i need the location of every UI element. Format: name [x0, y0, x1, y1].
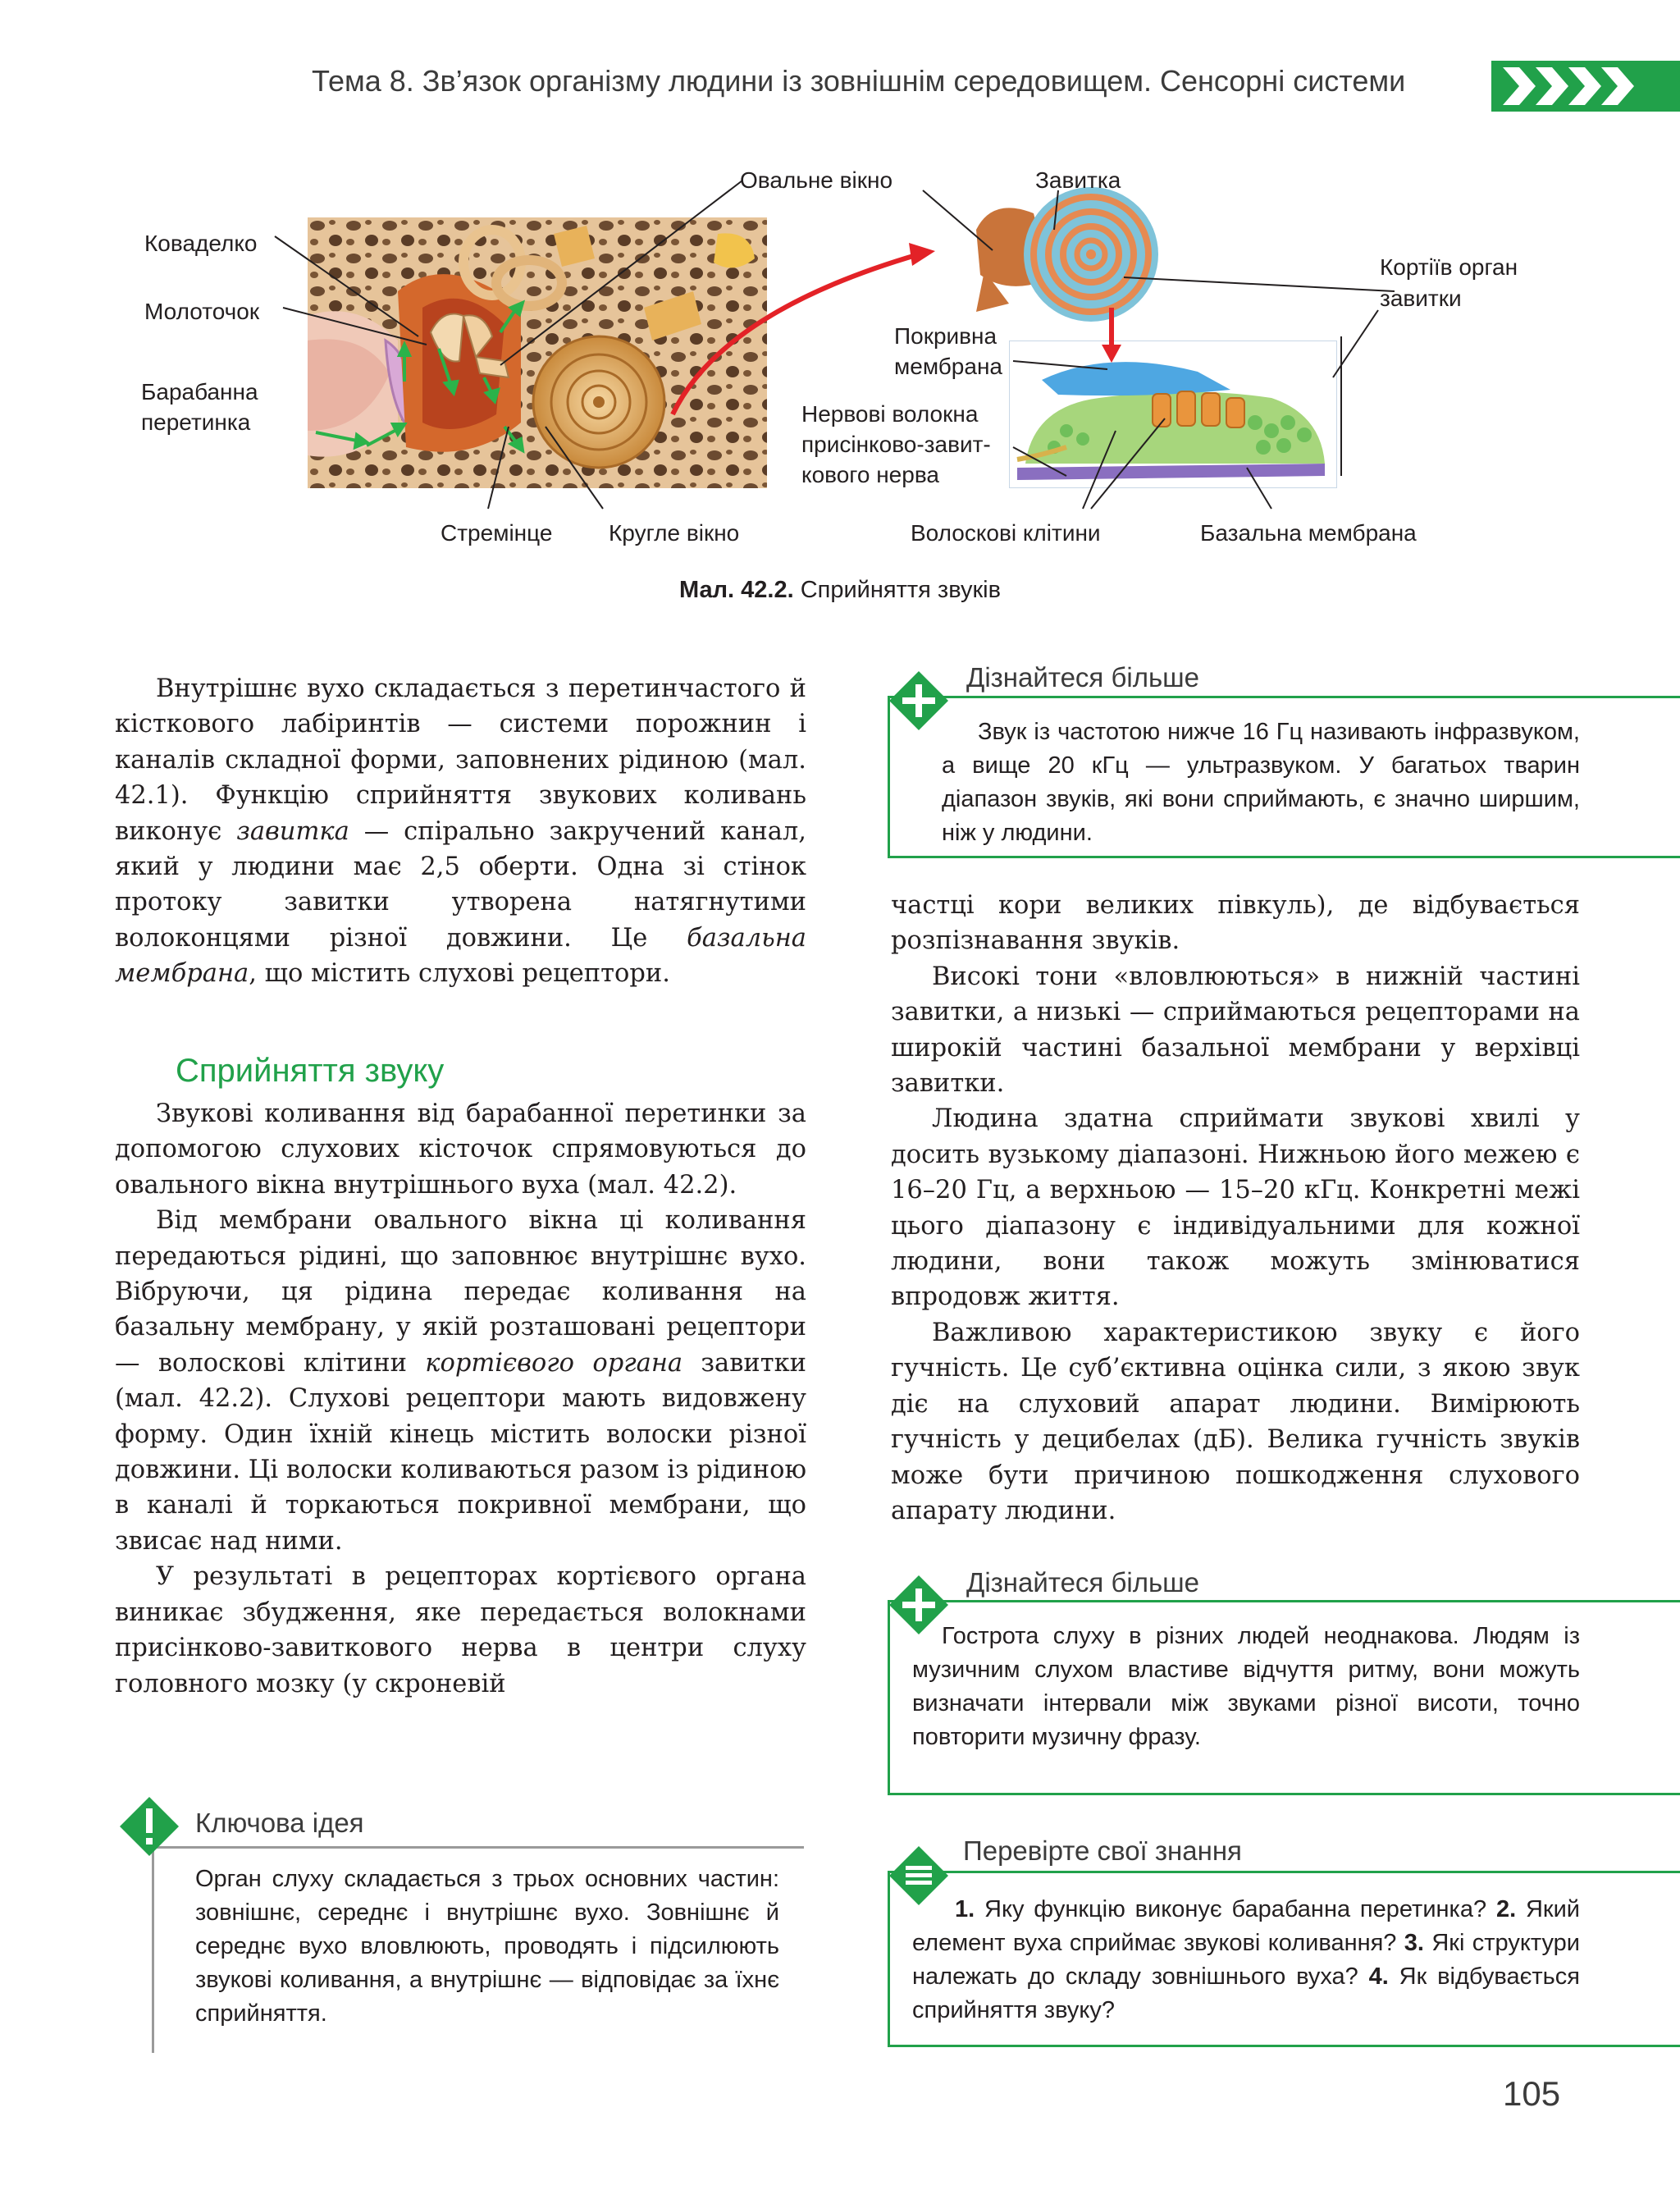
left-column-bottom: Звукові коливання від барабанної перетин… [115, 1096, 806, 1702]
figure-corti-organ-illustration [1008, 340, 1338, 489]
label-kortiiv-1: Кортіїв орган [1380, 254, 1518, 280]
right-column-text: частці кори великих півкуль), де відбува… [891, 888, 1580, 1529]
section-heading: Сприйняття звуку [176, 1053, 445, 1089]
learn-more-1-title: Дізнайтеся більше [966, 662, 1199, 693]
check-knowledge-rule [888, 1871, 1680, 1873]
page-number: 105 [1503, 2074, 1561, 2113]
label-stremintse: Стремінце [441, 520, 553, 546]
label-kortiiv-2: завитки [1380, 286, 1462, 311]
label-pokryvna-1: Покривна [894, 323, 998, 349]
paragraph-inner-ear: Внутрішнє вухо складається з перетинчаст… [115, 674, 806, 989]
label-zavytka: Завитка [1035, 167, 1121, 193]
paragraph-sound-2: Від мембрани овального вікна ці коливанн… [115, 1206, 807, 1556]
paragraph-right-1: частці кори великих півкуль), де відбува… [891, 891, 1580, 956]
paragraph-right-2: Високі тони «вловлюються» в нижній части… [891, 962, 1580, 1099]
label-barabanna-2: перетинка [141, 409, 251, 435]
label-nervovi-3: кового нерва [801, 462, 939, 487]
figure-caption: Мал. 42.2. Сприйняття звуків [678, 577, 1002, 603]
page-header-title: Тема 8. Зв’язок організму людини із зовн… [312, 64, 1406, 98]
label-bazalna: Базальна мембрана [1200, 520, 1417, 546]
paragraph-right-4: Важливою характеристикою звуку є його гу… [891, 1318, 1580, 1525]
learn-more-2-rule [888, 1600, 1680, 1602]
label-ovalne-vikno: Овальне вікно [740, 167, 893, 193]
label-kovadelko: Коваделко [144, 231, 258, 256]
paragraph-sound-1: Звукові коливання від барабанної перетин… [115, 1099, 806, 1200]
label-kruhle-vikno: Кругле вікно [609, 520, 740, 546]
learn-more-2-text: Гострота слуху в різних людей неоднакова… [912, 1623, 1580, 1750]
list-icon [889, 1846, 948, 1905]
learn-more-1-rule [888, 696, 1680, 698]
learn-more-box-2 [888, 1600, 1680, 1795]
learn-more-box-1 [888, 696, 1680, 858]
figure-ear-illustration [308, 217, 767, 488]
label-barabanna-1: Барабанна [141, 379, 258, 405]
check-knowledge-questions: 1. Яку функцію виконує барабанна перетин… [912, 1896, 1580, 2023]
learn-more-2-title: Дізнайтеся більше [966, 1567, 1199, 1598]
label-molotochok: Молоточок [144, 299, 260, 324]
key-idea-text: Орган слуху складається з трьох основних… [195, 1866, 779, 2027]
label-voloskovi: Волоскові клітини [911, 520, 1101, 546]
left-column-top: Внутрішнє вухо складається з перетинчаст… [115, 671, 806, 992]
learn-more-1-text: Звук із частотою нижче 16 Гц називають і… [942, 719, 1580, 846]
paragraph-sound-3: У результаті в рецепторах кортієвого орг… [115, 1562, 806, 1698]
header-chevrons-icon [1491, 61, 1680, 112]
label-nervovi-2: присінково-завит- [801, 432, 991, 457]
key-idea-side-rule [152, 1846, 154, 2053]
label-nervovi-1: Нервові волокна [801, 401, 979, 427]
exclamation-icon [120, 1797, 179, 1856]
check-knowledge-box [888, 1871, 1680, 2047]
label-pokryvna-2: мембрана [894, 354, 1002, 379]
check-knowledge-title: Перевірте свої знання [963, 1835, 1242, 1866]
key-idea-rule [152, 1846, 804, 1849]
key-idea-title: Ключова ідея [195, 1808, 364, 1838]
plus-icon [889, 671, 948, 730]
plus-icon [889, 1575, 948, 1634]
paragraph-right-3: Людина здатна сприймати звукові хвилі у … [891, 1104, 1580, 1312]
figure-cochlea-illustration [960, 181, 1173, 324]
